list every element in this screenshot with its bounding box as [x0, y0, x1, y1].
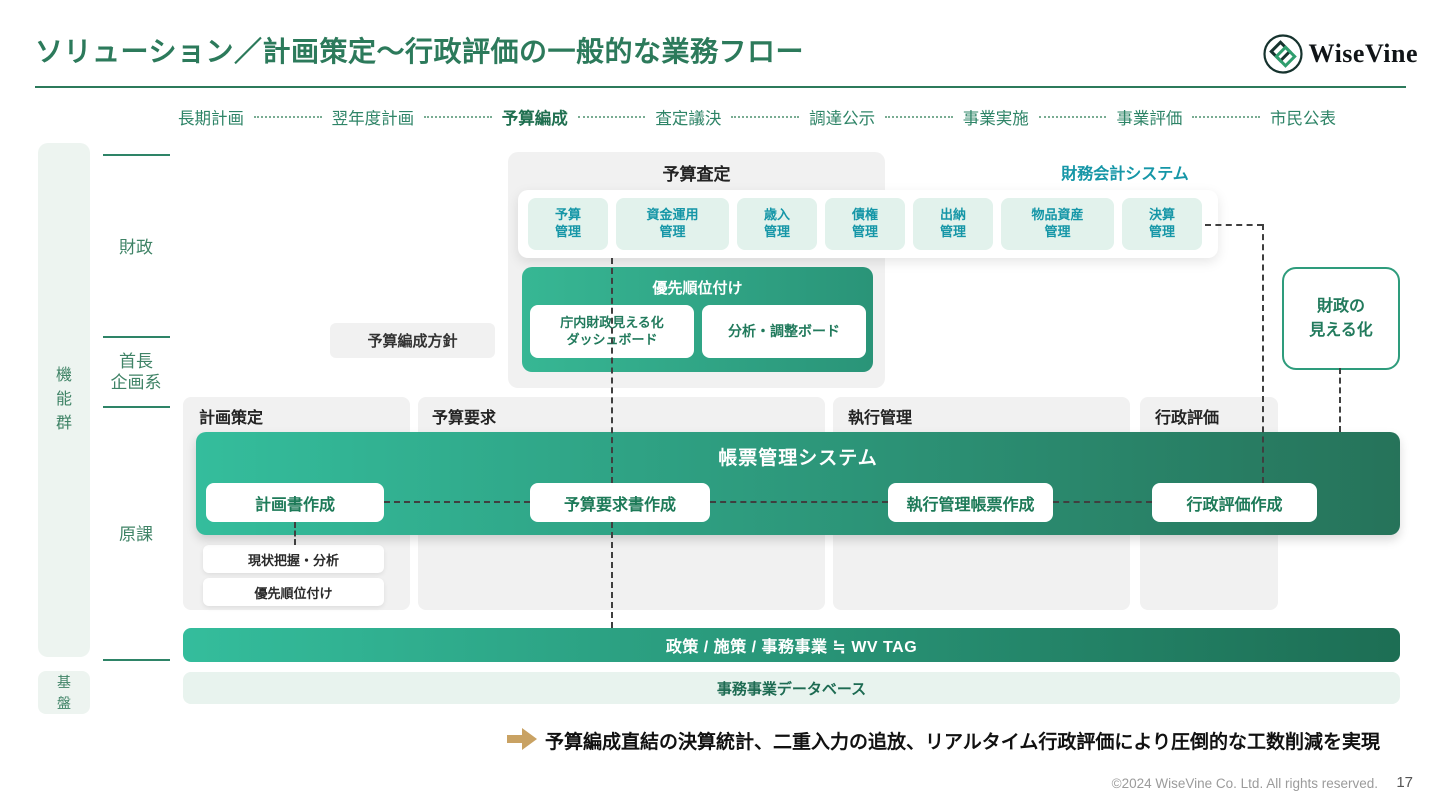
execution-ledger-creation-box: 執行管理帳票作成 — [888, 483, 1053, 522]
wv-tag-bar: 政策 / 施策 / 事務事業 ≒ WV TAG — [183, 628, 1400, 662]
ledger-system-title: 帳票管理システム — [718, 448, 878, 469]
row-separator — [103, 659, 170, 661]
row-separator — [103, 336, 170, 338]
column-label-execution-management: 執行管理 — [848, 410, 913, 427]
column-label-budget-request: 予算要求 — [432, 410, 497, 427]
analysis-adjustment-board-box: 分析・調整ボード — [702, 305, 866, 358]
module-fund-management: 資金運用管理 — [616, 198, 729, 250]
row-label-finance: 財政 — [119, 238, 153, 257]
column-label-plan-formulation: 計画策定 — [199, 410, 264, 427]
page-number: 17 — [1396, 774, 1413, 791]
timeline-dots — [1192, 116, 1260, 118]
copyright-text: ©2024 WiseVine Co. Ltd. All rights reser… — [1111, 776, 1378, 791]
module-receivables-management: 債権管理 — [825, 198, 905, 250]
connector-plan-to-steps — [294, 522, 296, 545]
highlight-message: 予算編成直結の決算統計、二重入力の追放、リアルタイム行政評価により圧倒的な工数削… — [545, 732, 1381, 753]
prioritization-box: 優先順位付け 庁内財政見える化ダッシュボード 分析・調整ボード — [522, 267, 873, 372]
wisevine-logo: WiseVine — [1261, 32, 1418, 76]
timeline-item-project-execution: 事業実施 — [962, 110, 1029, 128]
finance-visibility-box: 財政の見える化 — [1282, 267, 1400, 370]
connector-plan-to-request — [384, 501, 530, 503]
timeline-dots — [424, 116, 492, 118]
base-label: 基盤 — [57, 673, 71, 711]
timeline-dots — [731, 116, 800, 118]
connector-request-to-tagbar — [611, 522, 613, 628]
wisevine-logo-text: WiseVine — [1308, 39, 1418, 68]
module-budget-management: 予算管理 — [528, 198, 608, 250]
timeline-dots — [1038, 116, 1107, 118]
timeline-item-project-evaluation: 事業評価 — [1116, 110, 1183, 128]
connector-request-to-execution — [710, 501, 888, 503]
wisevine-logo-icon — [1262, 34, 1303, 74]
row-separator — [103, 154, 170, 156]
process-timeline: 長期計画 翌年度計画 予算編成 査定議決 調達公示 事業実施 事業評価 市民公表 — [178, 105, 1336, 129]
row-label-mayor-planning: 首長 企画系 — [110, 352, 162, 393]
title-underline — [35, 86, 1406, 88]
connector-visibility-to-band — [1339, 368, 1341, 432]
timeline-item-next-year-plan: 翌年度計画 — [331, 110, 415, 128]
timeline-item-procurement-notice: 調達公示 — [809, 110, 876, 128]
timeline-dots — [885, 116, 953, 118]
row-separator — [103, 406, 170, 408]
row-label-departments: 原課 — [119, 525, 153, 544]
financial-modules-container: 予算管理 資金運用管理 歳入管理 債権管理 出納管理 物品資産管理 決算管理 — [518, 190, 1218, 258]
timeline-dots — [254, 116, 322, 118]
prioritization-title: 優先順位付け — [652, 280, 743, 297]
timeline-dots — [577, 116, 646, 118]
highlight-arrow-icon — [507, 728, 537, 750]
function-group-label-box: 機能群 — [38, 143, 90, 657]
module-asset-management: 物品資産管理 — [1001, 198, 1114, 250]
connector-settlement-to-evaluation — [1262, 224, 1264, 483]
timeline-item-budget-formation: 予算編成 — [501, 110, 568, 128]
column-label-admin-evaluation: 行政評価 — [1155, 410, 1220, 427]
base-label-box: 基盤 — [38, 671, 90, 714]
project-database-bar: 事務事業データベース — [183, 672, 1400, 704]
module-cashier-management: 出納管理 — [913, 198, 993, 250]
financial-accounting-system-label: 財務会計システム — [1061, 166, 1189, 183]
timeline-item-assessment-decision: 査定議決 — [655, 110, 722, 128]
module-revenue-management: 歳入管理 — [737, 198, 817, 250]
timeline-item-long-term-plan: 長期計画 — [178, 110, 244, 128]
plan-document-creation-box: 計画書作成 — [206, 483, 384, 522]
budget-assessment-title: 予算査定 — [662, 165, 731, 184]
timeline-item-citizen-publication: 市民公表 — [1269, 110, 1336, 128]
connector-settlement-horizontal — [1205, 224, 1263, 226]
function-group-label: 機能群 — [55, 367, 72, 432]
current-analysis-box: 現状把握・分析 — [203, 545, 384, 573]
page-title: ソリューション／計画策定～行政評価の一般的な業務フロー — [35, 36, 804, 67]
budget-policy-box: 予算編成方針 — [330, 323, 495, 358]
prioritization-step-box: 優先順位付け — [203, 578, 384, 606]
module-settlement-management: 決算管理 — [1122, 198, 1202, 250]
budget-request-creation-box: 予算要求書作成 — [530, 483, 710, 522]
admin-evaluation-creation-box: 行政評価作成 — [1152, 483, 1317, 522]
connector-execution-to-evaluation — [1053, 501, 1152, 503]
connector-budget-to-request — [611, 258, 613, 483]
